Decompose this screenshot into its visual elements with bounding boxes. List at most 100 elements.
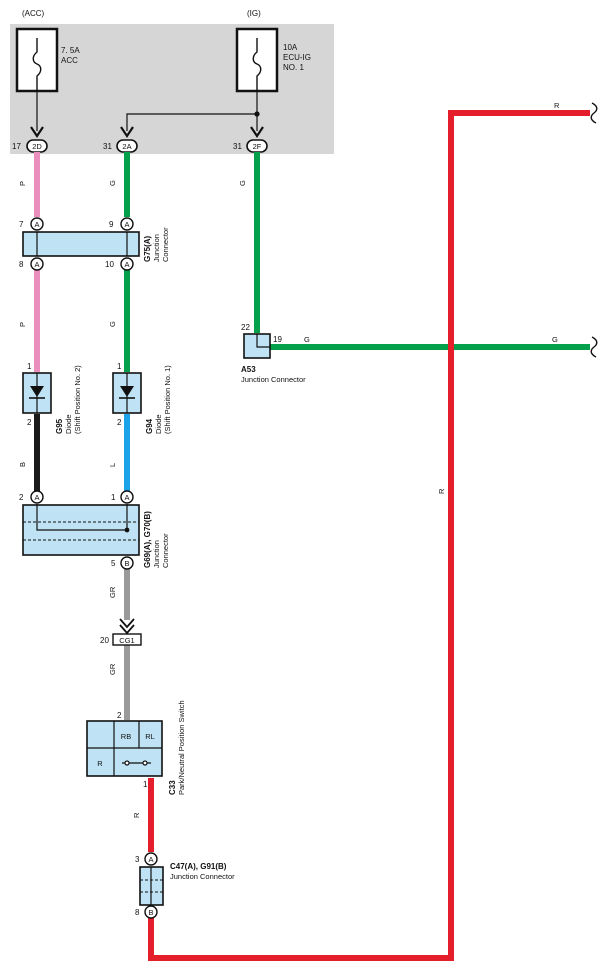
fuse-ig-name-2: NO. 1	[283, 63, 304, 72]
svg-text:G69(A), G70(B): G69(A), G70(B)	[143, 511, 152, 568]
a53-code: A53	[241, 365, 256, 374]
arrow-down-icon	[120, 126, 134, 138]
g94-pin-bottom: 2	[117, 418, 122, 427]
wire-label: R	[132, 812, 141, 818]
svg-text:2A: 2A	[122, 142, 131, 151]
internal-wiring	[36, 91, 258, 131]
svg-text:B: B	[124, 559, 129, 568]
fuse-ig	[235, 27, 279, 93]
fuse-ig-rating: 10A	[283, 43, 298, 52]
svg-text:C33: C33	[168, 780, 177, 795]
acc-source-label: (ACC)	[22, 9, 45, 18]
svg-text:Junction: Junction	[152, 540, 161, 568]
a53-pin-right: 19	[273, 335, 282, 344]
svg-text:Diode: Diode	[154, 414, 163, 434]
g75-pin-br: 10	[105, 260, 114, 269]
svg-text:A: A	[34, 493, 39, 502]
g94-pin-top: 1	[117, 362, 122, 371]
wire-label: R	[554, 101, 560, 110]
svg-text:A: A	[148, 855, 153, 864]
c47-connector-b: B	[144, 905, 158, 919]
switch-contact-icon	[122, 760, 151, 766]
g69-pin-tl: 2	[19, 493, 24, 502]
terminal-pin-2f: 31	[233, 142, 242, 151]
c47-name: Junction Connector	[170, 872, 235, 881]
g95-pin-bottom: 2	[27, 418, 32, 427]
g75-pin-tl: 7	[19, 220, 24, 229]
fuse-acc	[15, 27, 59, 93]
g75-connector-a-br: A	[120, 257, 134, 271]
c47-pin-top: 3	[135, 855, 140, 864]
g75-pin-tr: 9	[109, 220, 114, 229]
c47-code: C47(A), G91(B)	[170, 862, 227, 871]
svg-text:2F: 2F	[253, 142, 262, 151]
svg-text:A: A	[124, 260, 129, 269]
fuse-acc-name: ACC	[61, 56, 78, 65]
svg-text:Diode: Diode	[64, 414, 73, 434]
svg-text:CG1: CG1	[119, 636, 134, 645]
wire-label: P	[18, 181, 27, 186]
c33-label: C33 Park/Neutral Position Switch	[168, 700, 186, 795]
cg1-pin: 20	[100, 636, 109, 645]
a53-pin-left: 22	[241, 323, 250, 332]
wire-label: G	[304, 335, 310, 344]
svg-text:A: A	[124, 493, 129, 502]
svg-text:2D: 2D	[32, 142, 42, 151]
c33-pin-top: 2	[117, 711, 122, 720]
svg-text:(Shift Position No. 2): (Shift Position No. 2)	[73, 365, 82, 434]
a53-name: Junction Connector	[241, 375, 306, 384]
svg-text:Connector: Connector	[161, 533, 170, 568]
svg-text:Junction: Junction	[152, 234, 161, 262]
g69-internal-link	[36, 504, 128, 531]
connector-chevron-icon	[119, 618, 135, 635]
svg-text:Park/Neutral Position Switch: Park/Neutral Position Switch	[177, 700, 186, 795]
c33-cell-rb: RB	[121, 732, 131, 741]
wire-label: G	[552, 335, 558, 344]
terminal-2d: 2D	[26, 139, 48, 153]
g69-label: G69(A), G70(B) Junction Connector	[143, 511, 170, 568]
power-supply-box	[10, 24, 334, 154]
terminal-pin-2a: 31	[103, 142, 112, 151]
svg-text:G95: G95	[55, 418, 64, 434]
svg-text:A: A	[34, 220, 39, 229]
fuse-symbol-icon	[32, 38, 42, 92]
wire-label: GR	[108, 663, 117, 675]
wire-label: L	[108, 463, 117, 467]
g69-connector-b: B	[120, 556, 134, 570]
svg-text:G75(A): G75(A)	[143, 235, 152, 262]
wire-label: G	[108, 180, 117, 186]
wire-label: GR	[108, 586, 117, 598]
c33-pin-bottom: 1	[143, 780, 148, 789]
cg1-connector: CG1	[112, 633, 142, 646]
c33-cell-r: R	[97, 759, 103, 768]
g75-connector-a-tr: A	[120, 217, 134, 231]
terminal-2f: 2F	[246, 139, 268, 153]
arrow-down-icon	[250, 126, 264, 138]
c47-pin-bottom: 8	[135, 908, 140, 917]
terminal-pin-2d: 17	[12, 142, 21, 151]
g75-connector-a-bl: A	[30, 257, 44, 271]
arrow-down-icon	[30, 126, 44, 138]
splice-dot	[254, 111, 260, 117]
wire-red-loop	[148, 110, 590, 961]
g75-pin-bl: 8	[19, 260, 24, 269]
c47-connector-a: A	[144, 852, 158, 866]
svg-text:G94: G94	[145, 418, 154, 434]
ig-source-label: (IG)	[247, 9, 261, 18]
g94-label: G94 Diode (Shift Position No. 1)	[145, 365, 172, 434]
svg-text:B: B	[148, 908, 153, 917]
wire-continue-icon	[590, 102, 598, 124]
wire-label: R	[437, 488, 446, 494]
fuse-acc-rating: 7. 5A	[61, 46, 80, 55]
svg-text:(Shift Position No. 1): (Shift Position No. 1)	[163, 365, 172, 434]
c33-cell-rl: RL	[145, 732, 155, 741]
wire-label: P	[18, 322, 27, 327]
fuse-symbol-icon	[252, 38, 262, 92]
svg-text:Connector: Connector	[161, 227, 170, 262]
g75-label: G75(A) Junction Connector	[143, 227, 170, 262]
wire-label: G	[238, 180, 247, 186]
g95-label: G95 Diode (Shift Position No. 2)	[55, 365, 82, 434]
svg-text:A: A	[34, 260, 39, 269]
g69-connector-a-right: A	[120, 490, 134, 504]
